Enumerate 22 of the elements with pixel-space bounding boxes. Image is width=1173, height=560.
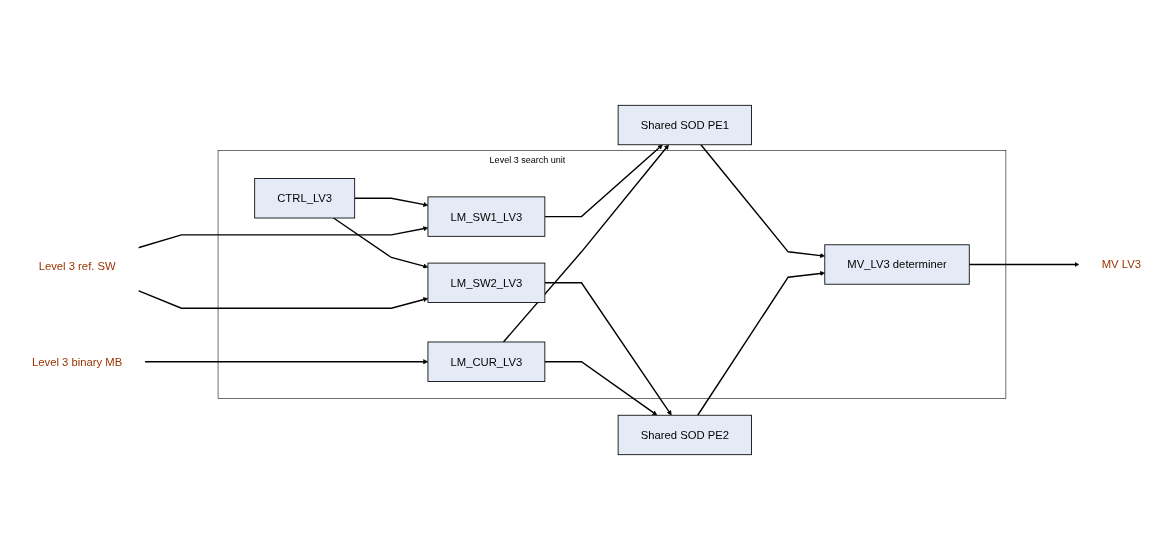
arrow bbox=[502, 144, 669, 343]
arrow bbox=[700, 144, 825, 259]
node-box: LM_SW1_LV3 bbox=[427, 196, 546, 237]
arrow bbox=[137, 226, 429, 249]
arrow bbox=[332, 217, 429, 269]
arrow bbox=[144, 359, 429, 365]
arrow bbox=[353, 197, 429, 207]
arrow bbox=[137, 289, 429, 309]
arrow bbox=[544, 361, 658, 416]
arrow bbox=[697, 270, 825, 416]
node-box: CTRL_LV3 bbox=[254, 178, 356, 219]
node-box: MV_LV3 determiner bbox=[824, 244, 970, 285]
arrow bbox=[544, 282, 672, 416]
node-box: LM_SW2_LV3 bbox=[427, 262, 546, 303]
node-text: MV LV3 bbox=[1101, 258, 1141, 271]
arrow bbox=[968, 262, 1080, 267]
node-text: Level 3 ref. SW bbox=[38, 259, 116, 273]
node-box: Shared SOD PE2 bbox=[617, 414, 752, 456]
arrow bbox=[544, 144, 663, 218]
node-text: Level 3 binary MB bbox=[32, 355, 123, 368]
node-box: LM_CUR_LV3 bbox=[427, 341, 546, 382]
node-box: Shared SOD PE1 bbox=[617, 104, 752, 146]
